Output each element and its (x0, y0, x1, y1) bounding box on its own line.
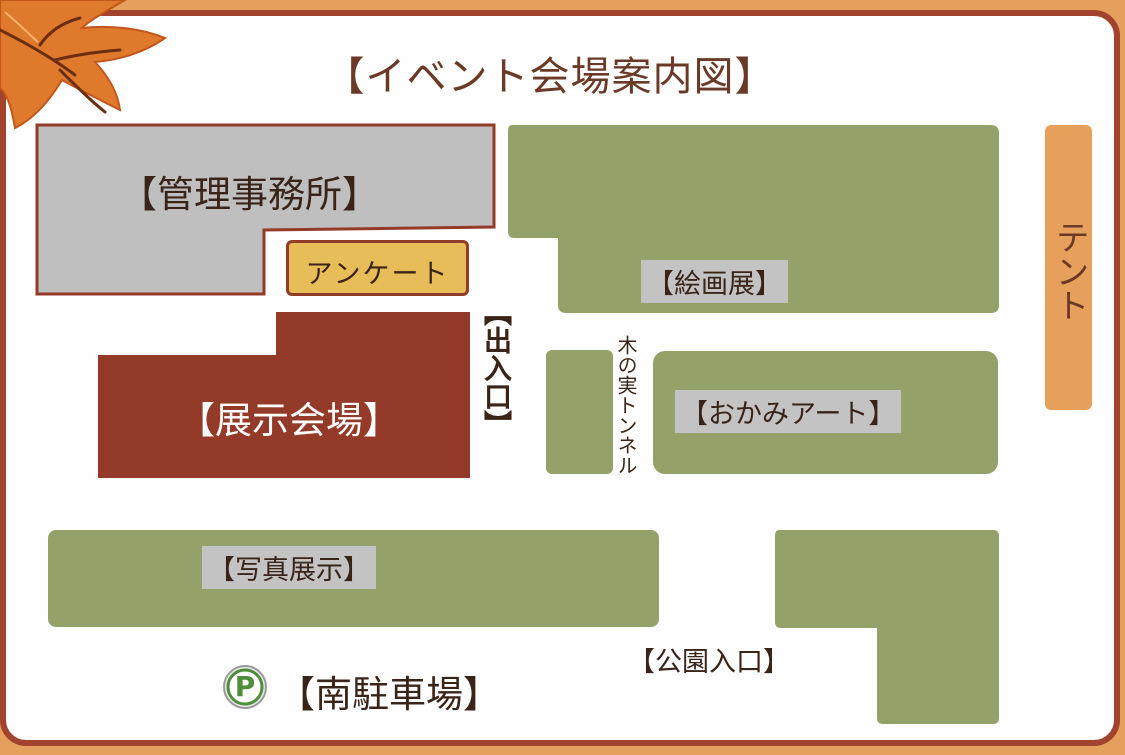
parking-mark: P (234, 670, 256, 703)
tunnel-label: 木の実トンネル (614, 335, 638, 475)
photo-label: 【写真展示】 (202, 546, 376, 589)
tunnel-left-block (546, 350, 613, 474)
survey-block (286, 240, 469, 296)
map-title: 【イベント会場案内図】 (324, 54, 776, 100)
park-entrance-label: 【公園入口】 (628, 647, 790, 678)
tent-block (1045, 125, 1092, 410)
maple-leaf-icon (0, 0, 168, 130)
exhibition-hall-block (98, 312, 470, 478)
parking-icon: P (222, 664, 268, 710)
okami-art-label: 【おかみアート】 (675, 390, 902, 433)
exhibition-hall-label: 【展示会場】 (178, 399, 400, 442)
painting-block (508, 125, 999, 313)
office-block (35, 123, 496, 296)
survey-label: アンケート (305, 259, 450, 290)
entrance-label: 【出入口】 (480, 298, 513, 438)
painting-label: 【絵画展】 (641, 260, 788, 303)
park-block (775, 530, 999, 724)
office-label: 【管理事務所】 (120, 173, 379, 216)
parking-label: 【南駐車場】 (278, 673, 500, 716)
tent-label: テント (1049, 220, 1089, 322)
